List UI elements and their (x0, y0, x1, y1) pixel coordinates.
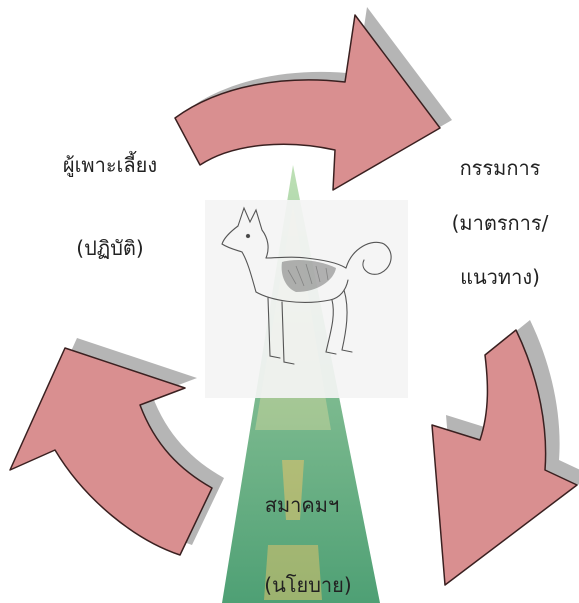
label-association-role: (นโยบาย) (264, 573, 351, 597)
label-breeders-role: (ปฏิบัติ) (76, 236, 143, 260)
arrow-top (175, 15, 440, 190)
label-committee-role-2: แนวทาง) (460, 265, 540, 289)
label-association: สมาคมฯ (265, 493, 339, 517)
label-committee: กรรมการ (460, 156, 541, 180)
label-breeders: ผู้เพาะเลี้ยง (63, 151, 157, 178)
label-committee-role-1: (มาตรการ/ (452, 211, 549, 235)
dog-sketch-image (205, 200, 408, 398)
